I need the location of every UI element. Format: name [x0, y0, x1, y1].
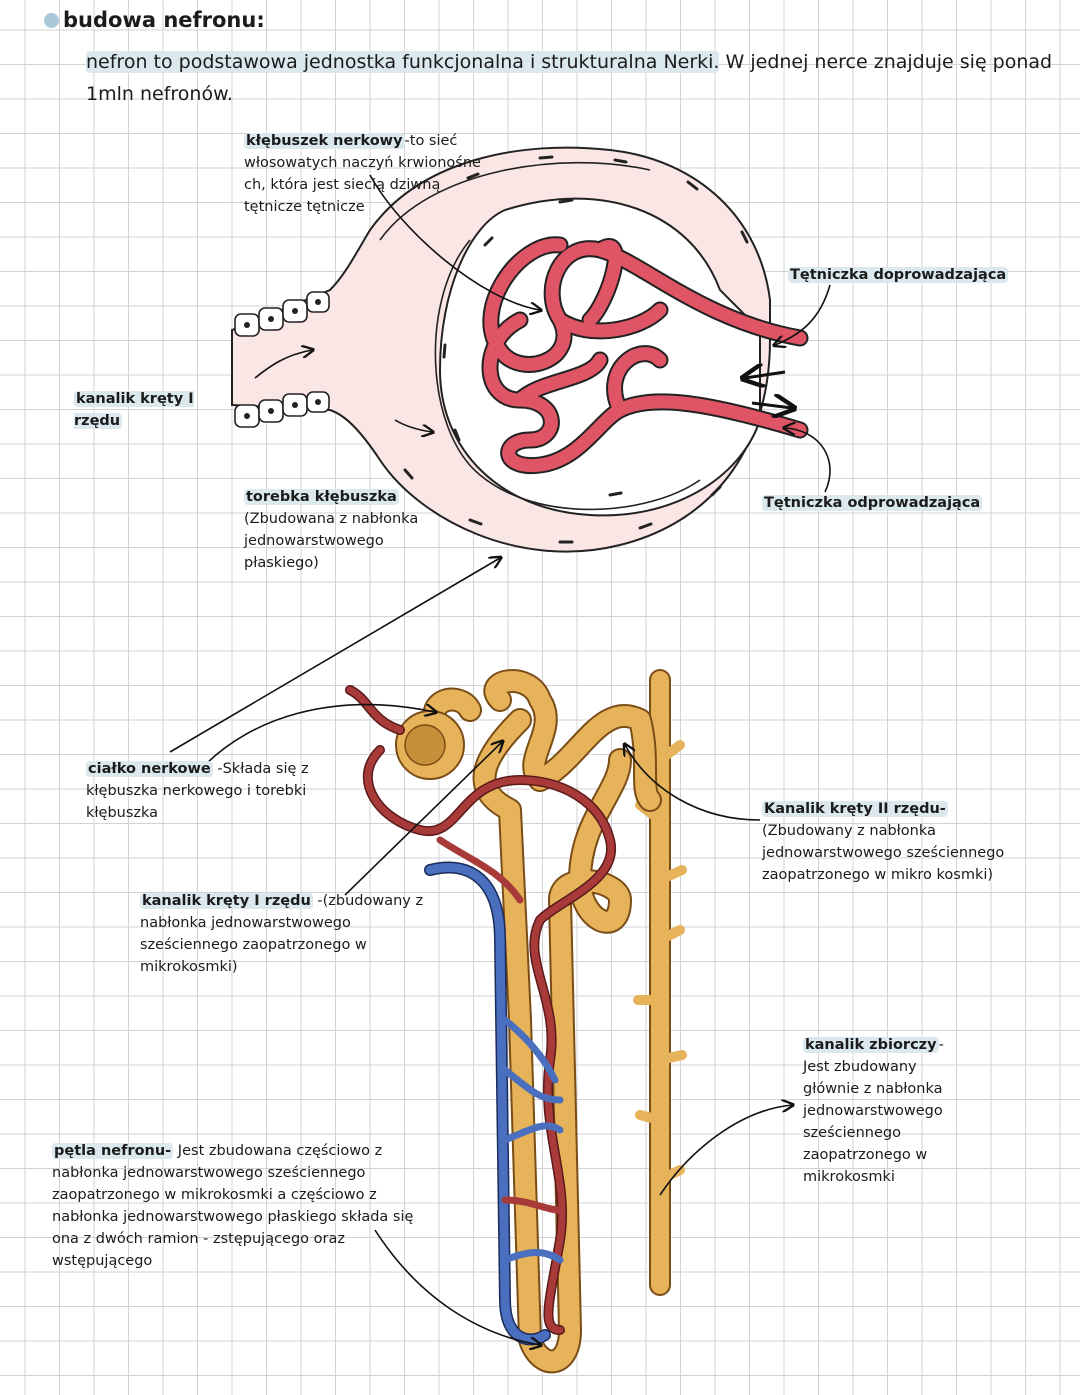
label-odprowadzajaca: Tętniczka odprowadzająca: [762, 495, 983, 511]
label-kanalik2: Kanalik kręty II rzędu-(Zbudowany z nabł…: [762, 801, 1005, 883]
bullet-icon: [44, 12, 59, 28]
nephron: [345, 669, 687, 1374]
page-title: budowa nefronu:: [63, 8, 265, 32]
intro-paragraph: nefron to podstawowa jednostka funkcjona…: [86, 46, 1061, 110]
label-petla: pętla nefronu- Jest zbudowana częściowo …: [52, 1143, 414, 1269]
renal-corpuscle: [231, 146, 809, 553]
label-cialko: ciałko nerkowe -Składa się z kłębuszka n…: [86, 761, 309, 821]
label-kanalik1-bottom: kanalik kręty I rzędu -(zbudowany z nabł…: [140, 893, 424, 975]
label-kanalik1-top: kanalik kręty I rzędu: [74, 391, 194, 429]
title-row: budowa nefronu:: [44, 8, 265, 32]
label-klebuszek: kłębuszek nerkowy-to sieć włosowatych na…: [244, 133, 481, 215]
leader-lines: [169, 174, 831, 1345]
label-torebka: torebka kłębuszka(Zbudowana z nabłonka j…: [244, 489, 419, 571]
intro-highlight: nefron to podstawowa jednostka funkcjona…: [86, 51, 720, 73]
label-doprowadzajaca: Tętniczka doprowadzająca: [788, 267, 1009, 283]
intro-rest: W jednej nerce znajduje się ponad 1mln n…: [86, 51, 1053, 105]
label-zbiorczy: kanalik zbiorczy-Jest zbudowany głównie …: [803, 1037, 944, 1185]
